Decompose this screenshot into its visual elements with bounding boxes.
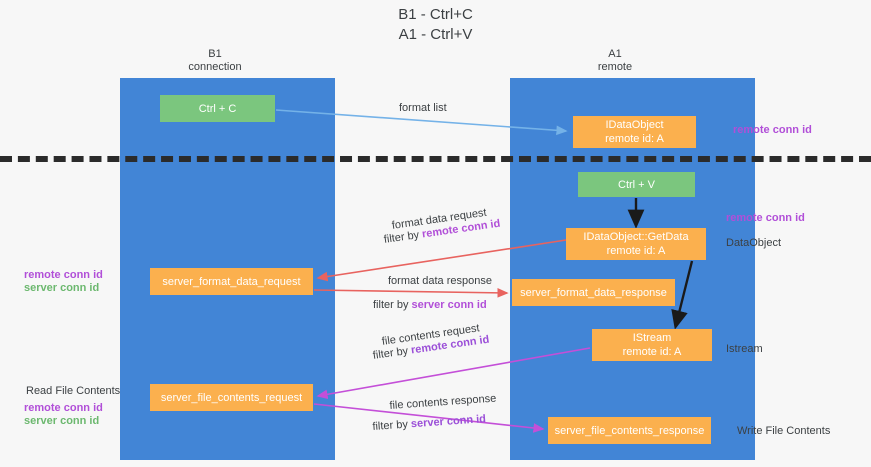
label-istream: Istream [726,343,763,355]
edge-label-format-data-response-filter: filter by server conn id [373,298,487,313]
node-server-file-contents-request[interactable]: server_file_contents_request [150,384,313,411]
column-header-a1: A1 remote [597,48,633,73]
label-write-file-contents: Write File Contents [737,425,831,437]
filter-prefix: filter by [373,299,412,311]
node-ctrl-c[interactable]: Ctrl + C [160,95,275,122]
node-ctrl-v[interactable]: Ctrl + V [578,172,695,197]
filter-key-server-conn-id: server conn id [410,413,487,431]
section-divider [0,156,871,162]
edge-label-format-list: format list [399,102,447,114]
edge-label-file-contents-response: file contents response [389,392,497,412]
label-dataobject: DataObject [726,237,782,249]
filter-key-server-conn-id: server conn id [411,299,487,311]
node-idataobject[interactable]: IDataObject remote id: A [573,116,696,148]
label-remote-conn-id-top: remote conn id [733,124,812,136]
label-read-file-contents: Read File Contents [26,385,121,397]
filter-prefix: filter by [372,418,412,433]
label-left-remote-conn-id: remote conn id [24,269,103,281]
label-left2-server-conn-id: server conn id [24,415,100,427]
diagram-title: B1 - Ctrl+C A1 - Ctrl+V [398,6,473,43]
filter-prefix: filter by [372,344,412,362]
column-header-b1: B1 connection [188,48,242,73]
node-server-format-data-request[interactable]: server_format_data_request [150,268,313,295]
label-left2-remote-conn-id: remote conn id [24,402,103,414]
edge-label-format-data-response: format data response [388,275,492,287]
node-server-format-data-response[interactable]: server_format_data_response [512,279,675,306]
label-left-server-conn-id: server conn id [24,282,100,294]
edge-label-file-contents-response-filter: filter by server conn id [372,412,486,435]
filter-prefix: filter by [383,228,423,246]
node-istream[interactable]: IStream remote id: A [592,329,712,361]
node-idataobject-getdata[interactable]: IDataObject::GetData remote id: A [566,228,706,260]
node-server-file-contents-response[interactable]: server_file_contents_response [548,417,711,444]
label-remote-conn-id-mid: remote conn id [726,212,805,224]
